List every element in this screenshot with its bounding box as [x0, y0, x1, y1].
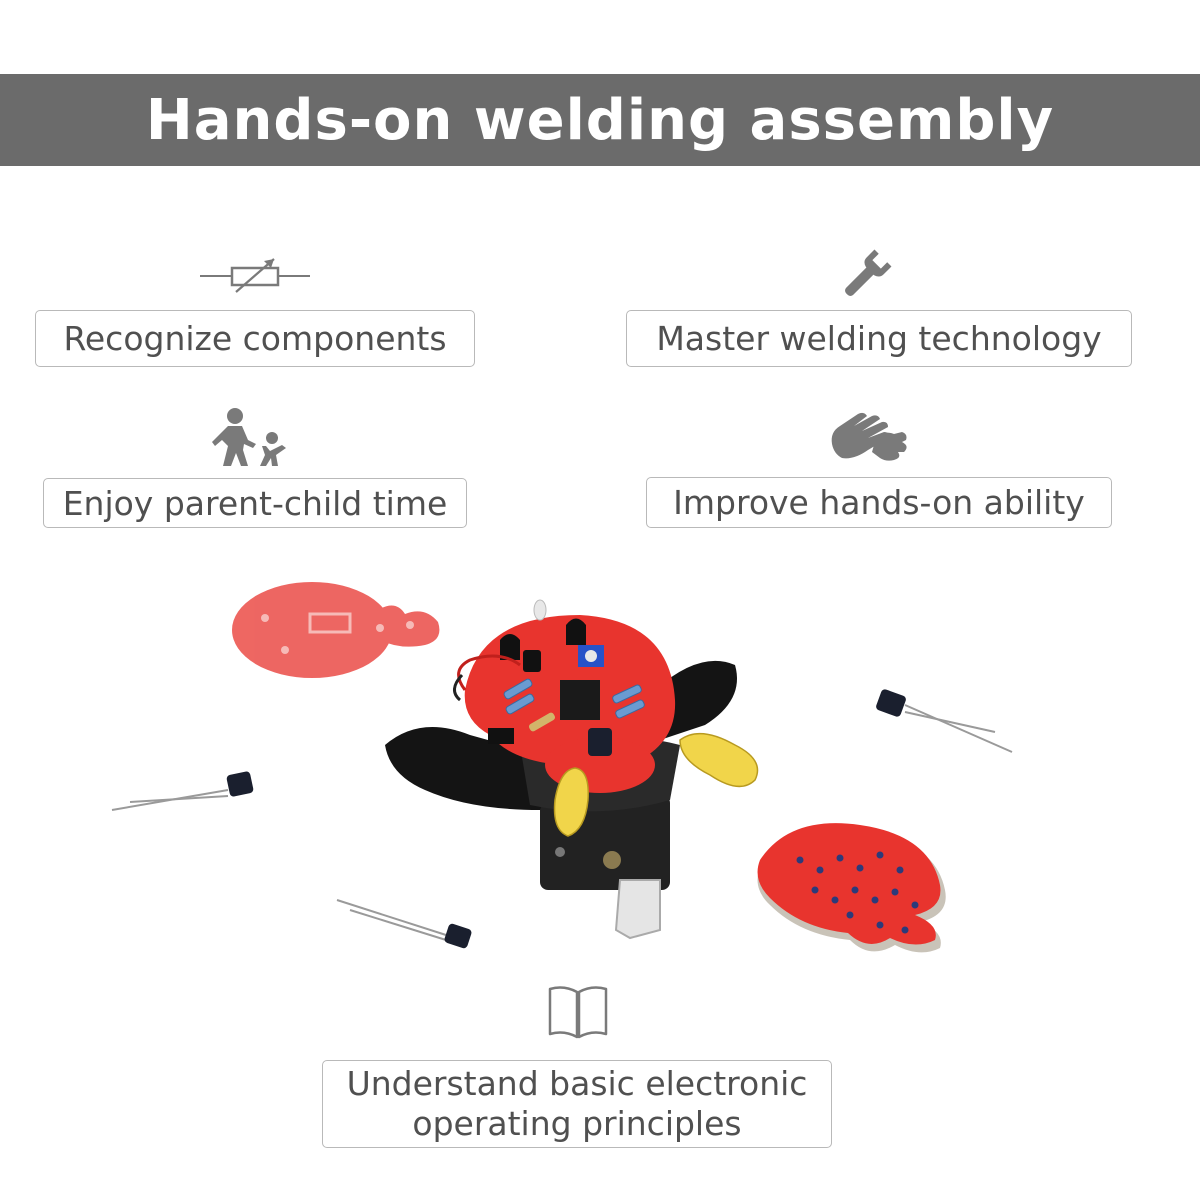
- pcb-board-blurred: [232, 582, 440, 678]
- understand-principles-box: Understand basic electronic operating pr…: [322, 1060, 832, 1148]
- transistor-left: [111, 771, 254, 811]
- master-welding-label: Master welding technology: [656, 319, 1102, 358]
- open-book-icon: [548, 986, 608, 1039]
- robot-kit: [385, 599, 759, 940]
- improve-hands-on-label: Improve hands-on ability: [673, 483, 1085, 522]
- title-banner: Hands-on welding assembly: [0, 74, 1200, 166]
- pcb-board-bare: [757, 823, 946, 953]
- recognize-components-label: Recognize components: [63, 319, 447, 358]
- banner-title: Hands-on welding assembly: [145, 87, 1055, 153]
- recognize-components-box: Recognize components: [35, 310, 475, 367]
- improve-hands-on-box: Improve hands-on ability: [646, 477, 1112, 528]
- variable-resistor-icon: [200, 258, 310, 293]
- understand-principles-line2: operating principles: [412, 1104, 742, 1143]
- handshake-icon: [831, 412, 907, 461]
- wrench-icon: [845, 249, 892, 296]
- enjoy-parent-child-box: Enjoy parent-child time: [43, 478, 467, 528]
- parent-child-icon: [212, 408, 286, 466]
- master-welding-box: Master welding technology: [626, 310, 1132, 367]
- transistor-bottom: [336, 899, 472, 949]
- transistor-right: [876, 689, 1013, 753]
- enjoy-parent-child-label: Enjoy parent-child time: [62, 483, 448, 523]
- understand-principles-line1: Understand basic electronic: [346, 1064, 808, 1103]
